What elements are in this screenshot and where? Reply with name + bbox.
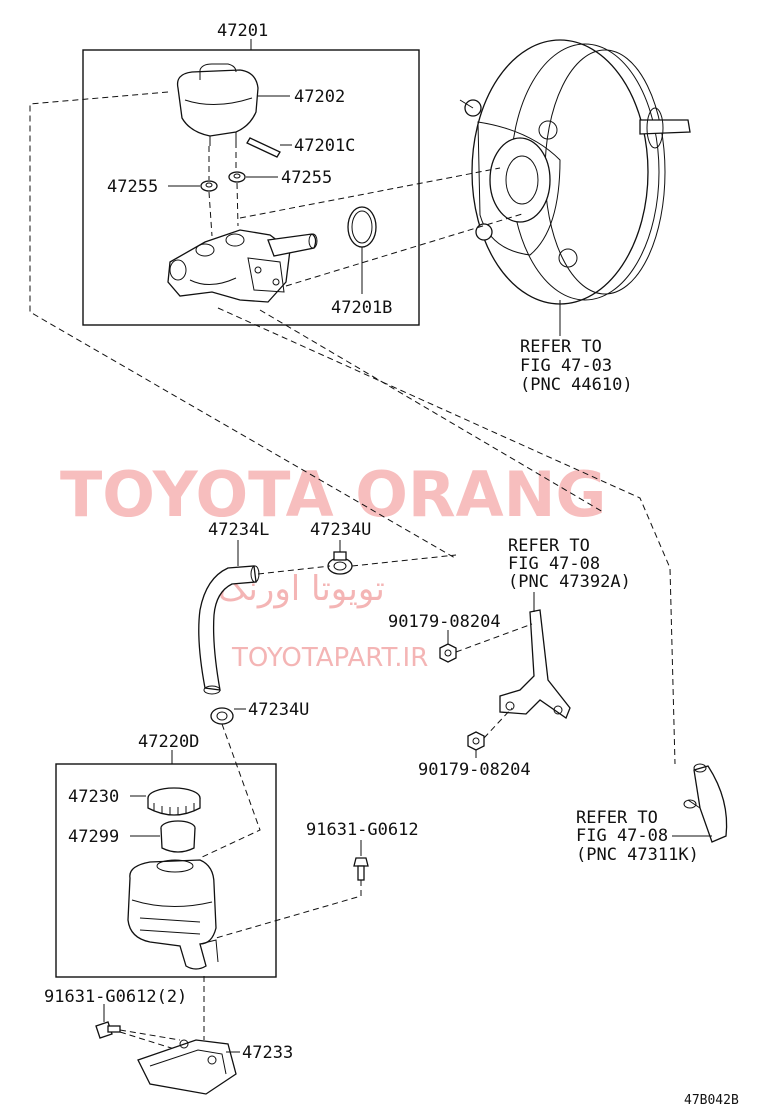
watermark-site: TOYOTAPART.IR: [231, 643, 428, 673]
ref-bracket-line1: REFER TO: [508, 536, 590, 556]
label-47234U-top: 47234U: [310, 520, 371, 540]
hose-clamp-top-part: [327, 551, 353, 575]
o-ring-part: [347, 206, 377, 248]
ref-booster-line1: REFER TO: [520, 337, 602, 357]
label-47255-left: 47255: [107, 177, 158, 197]
reservoir-tank-part: [127, 859, 219, 970]
reservoir-group-box: [55, 763, 277, 978]
bolt-91631-single-part: [353, 857, 369, 881]
strainer-47299-part: [160, 820, 196, 853]
reservoir-cap-47230-part: [147, 787, 201, 816]
ref-booster-line2: FIG 47-03: [520, 356, 612, 376]
ref-tube-line3: (PNC 47311K): [576, 845, 699, 865]
grommet-right-part: [228, 171, 246, 183]
brake-tube-part: [683, 763, 728, 843]
ref-bracket-line3: (PNC 47392A): [508, 572, 631, 592]
reservoir-hose-part: [198, 565, 260, 695]
nut-90179-bottom-part: [467, 731, 485, 751]
bolt-91631-double-part: [95, 1021, 121, 1039]
mounting-bracket-part: [499, 609, 571, 719]
label-91631-single: 91631-G0612: [306, 820, 419, 840]
label-47220D: 47220D: [138, 732, 199, 752]
label-47255-right: 47255: [281, 168, 332, 188]
label-47299: 47299: [68, 827, 119, 847]
label-47201: 47201: [217, 21, 268, 41]
label-47233: 47233: [242, 1043, 293, 1063]
label-47201B: 47201B: [331, 298, 392, 318]
ref-booster-line3: (PNC 44610): [520, 375, 633, 395]
brake-booster-part: [459, 39, 691, 305]
ref-bracket-line2: FIG 47-08: [508, 554, 600, 574]
label-91631-double: 91631-G0612(2): [44, 987, 187, 1007]
reservoir-bracket-part: [137, 1039, 237, 1095]
label-47234L: 47234L: [208, 520, 269, 540]
label-47234U-bottom: 47234U: [248, 700, 309, 720]
ref-tube-line2: FIG 47-08: [576, 826, 668, 846]
label-47201C: 47201C: [294, 136, 355, 156]
label-47202: 47202: [294, 87, 345, 107]
watermark-main: TOYOTA ORANG: [60, 458, 606, 531]
pin-part: [246, 137, 281, 158]
hose-clamp-bottom-part: [210, 707, 234, 725]
nut-90179-top-part: [439, 643, 457, 663]
label-90179-top: 90179-08204: [388, 612, 501, 632]
figure-code: 47B042B: [684, 1093, 739, 1108]
label-90179-bottom: 90179-08204: [418, 760, 531, 780]
master-cylinder-body-part: [167, 229, 318, 303]
label-47230: 47230: [68, 787, 119, 807]
reservoir-cap-part: [176, 63, 259, 146]
grommet-left-part: [200, 180, 218, 192]
ref-tube-line1: REFER TO: [576, 808, 658, 828]
